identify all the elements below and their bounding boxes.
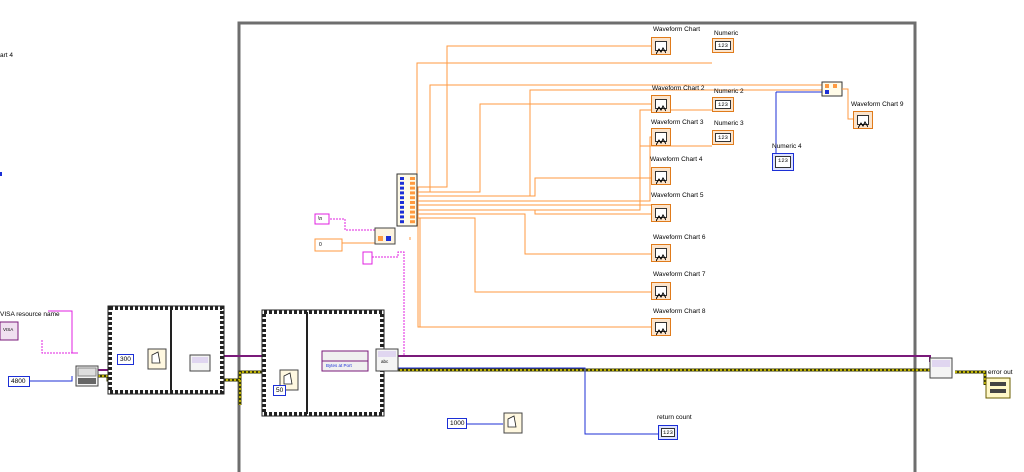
scan-from-string-node[interactable] bbox=[374, 227, 396, 245]
abc-string-indicator: abc bbox=[381, 359, 389, 364]
wait-ms-node-3[interactable] bbox=[503, 412, 523, 434]
wait-1000-constant[interactable]: 1000 bbox=[447, 418, 467, 429]
index-array-row bbox=[400, 205, 404, 209]
index-array-row bbox=[400, 191, 404, 195]
waveform-chart-4-label: Waveform Chart 4 bbox=[650, 156, 703, 163]
index-array-output bbox=[410, 205, 415, 209]
chart-icon bbox=[655, 137, 667, 146]
index-array-row bbox=[400, 181, 404, 185]
format-constant[interactable] bbox=[314, 238, 343, 252]
wait-300-constant[interactable]: 300 bbox=[117, 354, 134, 365]
while-loop-structure[interactable] bbox=[237, 21, 917, 472]
waveform-chart-5-terminal[interactable] bbox=[651, 204, 671, 222]
visa-read-node[interactable] bbox=[375, 348, 399, 372]
index-array-row bbox=[400, 201, 404, 204]
return-count-indicator[interactable]: 123 bbox=[658, 425, 678, 440]
string-constant-newline[interactable]: \n bbox=[316, 215, 328, 223]
index-array-row bbox=[400, 186, 404, 190]
format-index-constant[interactable]: 0 bbox=[319, 242, 322, 248]
error-out-label: error out bbox=[988, 369, 1013, 376]
numeric-3-label: Numeric 3 bbox=[714, 120, 744, 127]
string-control[interactable] bbox=[362, 251, 373, 265]
error-out-indicator[interactable] bbox=[985, 377, 1011, 399]
waveform-chart-6-terminal[interactable] bbox=[651, 244, 671, 262]
numeric-1-indicator[interactable]: 123 bbox=[712, 38, 734, 53]
build-array-node[interactable] bbox=[821, 81, 843, 97]
index-array-row bbox=[400, 215, 404, 219]
numeric-1-label: Numeric bbox=[714, 30, 739, 37]
visa-configure-node[interactable] bbox=[75, 365, 99, 387]
index-array-output bbox=[410, 220, 415, 224]
visa-resource-control[interactable] bbox=[0, 321, 19, 341]
waveform-chart-1-label: Waveform Chart bbox=[653, 26, 701, 33]
waveform-chart-3-label: Waveform Chart 3 bbox=[651, 119, 704, 126]
index-array-output bbox=[410, 210, 415, 214]
wait-50-constant[interactable]: 50 bbox=[273, 385, 286, 396]
index-array-output bbox=[410, 181, 415, 185]
index-array-output bbox=[410, 215, 415, 219]
visa-resource-name-label: VISA resource name bbox=[0, 311, 60, 318]
chart-icon bbox=[655, 213, 667, 222]
property-node-bytes-at-port[interactable] bbox=[321, 350, 369, 372]
waveform-chart-5-label: Waveform Chart 5 bbox=[651, 192, 704, 199]
return-count-label: return count bbox=[657, 414, 692, 421]
index-array-output bbox=[410, 186, 415, 190]
pink-wires bbox=[41, 218, 405, 357]
error-wire bbox=[98, 368, 987, 405]
chart-icon bbox=[655, 327, 667, 336]
waveform-chart-7-terminal[interactable] bbox=[651, 282, 671, 300]
visa-resource-text: VISA bbox=[3, 327, 14, 332]
chart-icon bbox=[655, 253, 667, 262]
index-array-row bbox=[400, 196, 404, 200]
index-array-output bbox=[410, 191, 415, 195]
chart-icon bbox=[655, 291, 667, 300]
edge-tunnel bbox=[0, 172, 2, 176]
chart-icon bbox=[857, 120, 869, 129]
waveform-chart-8-terminal[interactable] bbox=[651, 318, 671, 336]
numeric-4-control[interactable]: 123 bbox=[772, 153, 794, 171]
waveform-chart-9-terminal[interactable] bbox=[853, 111, 873, 129]
index-array-row bbox=[400, 210, 404, 214]
numeric-4-label: Numeric 4 bbox=[772, 143, 802, 150]
index-array-output bbox=[410, 196, 415, 200]
waveform-chart-9-label: Waveform Chart 9 bbox=[851, 101, 904, 108]
numeric-2-indicator[interactable]: 123 bbox=[712, 97, 734, 112]
chart9-wire bbox=[842, 88, 853, 120]
chart-icon bbox=[655, 104, 667, 113]
bytes-at-port-label: Bytes at Port bbox=[326, 363, 352, 368]
waveform-chart-8-label: Waveform Chart 8 bbox=[653, 308, 706, 315]
orange-wires bbox=[330, 45, 822, 328]
waveform-chart-7-label: Waveform Chart 7 bbox=[653, 271, 706, 278]
baud-rate-constant[interactable]: 4800 bbox=[8, 376, 30, 387]
waveform-chart-2-terminal[interactable] bbox=[651, 95, 671, 113]
waveform-chart-4-terminal[interactable] bbox=[651, 167, 671, 185]
numeric-2-label: Numeric 2 bbox=[714, 88, 744, 95]
edge-chart-label: art 4 bbox=[0, 52, 14, 59]
index-array-row bbox=[400, 220, 404, 224]
waveform-chart-2-label: Waveform Chart 2 bbox=[652, 85, 705, 92]
index-array-row bbox=[400, 177, 404, 180]
visa-flush-node[interactable] bbox=[189, 354, 211, 372]
index-array-output bbox=[410, 201, 415, 204]
waveform-chart-1-terminal[interactable] bbox=[651, 37, 671, 55]
flat-sequence-1[interactable] bbox=[107, 305, 225, 395]
index-array-output bbox=[410, 177, 415, 180]
numeric-3-indicator[interactable]: 123 bbox=[712, 130, 734, 145]
index-array-node[interactable] bbox=[396, 173, 418, 227]
waveform-chart-6-label: Waveform Chart 6 bbox=[653, 234, 706, 241]
visa-close-node[interactable] bbox=[929, 357, 953, 379]
waveform-chart-3-terminal[interactable] bbox=[651, 128, 671, 146]
wait-ms-node-1[interactable] bbox=[147, 348, 167, 370]
chart-icon bbox=[655, 176, 667, 185]
chart-icon bbox=[655, 46, 667, 55]
